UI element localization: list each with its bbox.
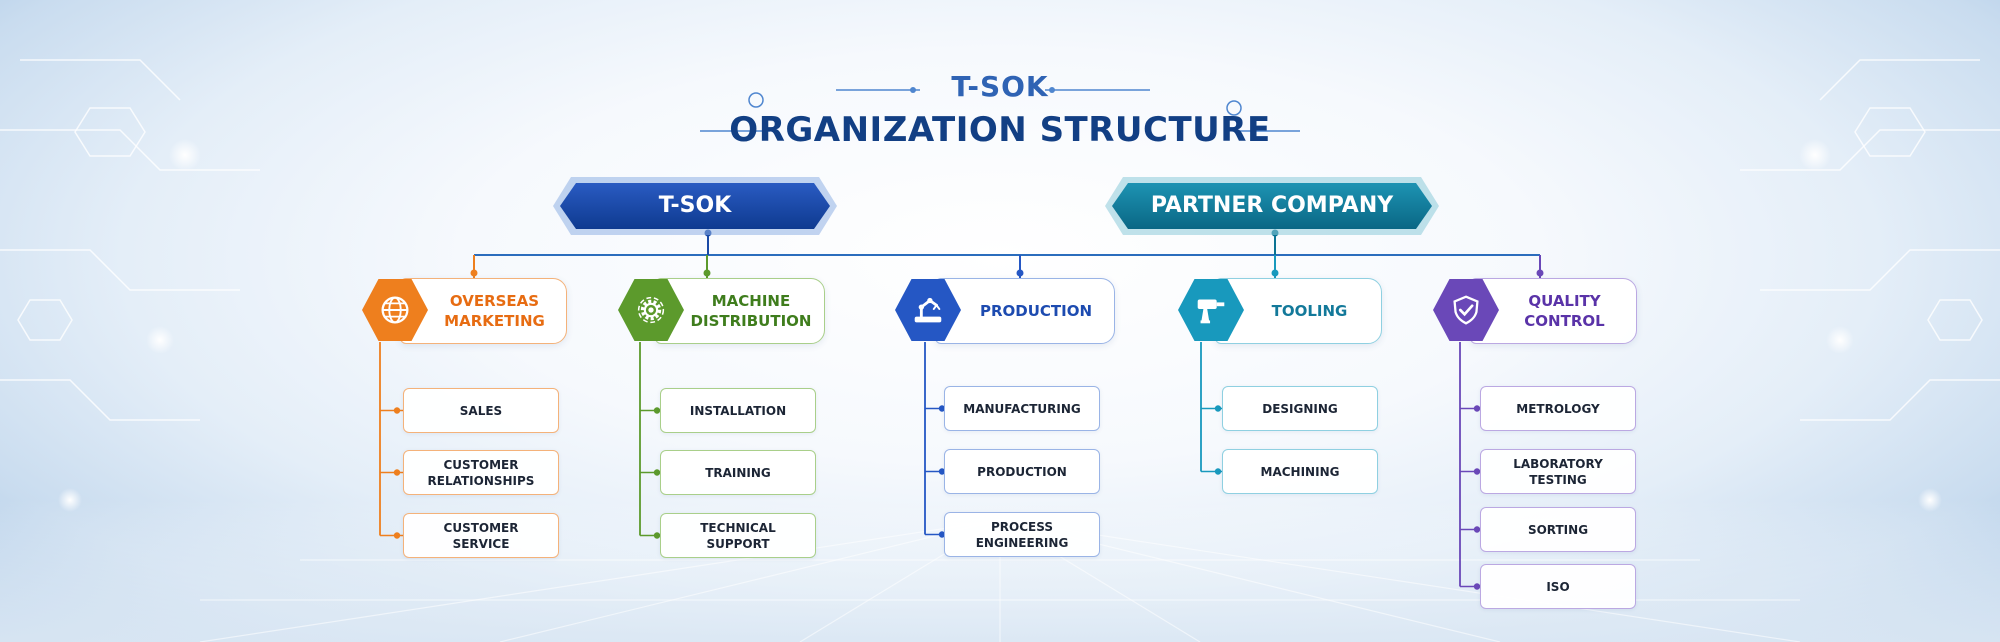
branch-dot xyxy=(393,407,401,414)
branch-dot xyxy=(1473,405,1481,412)
branch-dot xyxy=(1473,526,1481,533)
chart-title: ORGANIZATION STRUCTURE xyxy=(729,110,1271,150)
dept-label: PRODUCTION xyxy=(979,302,1093,320)
branch-dot xyxy=(1214,405,1222,412)
dept-card-globe: OVERSEAS MARKETING xyxy=(400,278,567,344)
sub-unit-box: CUSTOMER RELATIONSHIPS xyxy=(403,450,559,495)
sub-unit-box: DESIGNING xyxy=(1222,386,1378,431)
branch-dot xyxy=(393,469,401,476)
dept-drop-dot xyxy=(703,269,711,277)
drill-icon xyxy=(1197,299,1225,324)
dept-label: MACHINE DISTRIBUTION xyxy=(690,292,812,330)
branch-dot xyxy=(938,405,946,412)
branch-dot xyxy=(653,532,661,539)
sub-unit-box: MANUFACTURING xyxy=(944,386,1100,431)
dept-hex-badge xyxy=(618,278,684,342)
dept-hex-badge xyxy=(362,278,428,342)
branch-dot xyxy=(653,469,661,476)
sub-unit-box: PROCESS ENGINEERING xyxy=(944,512,1100,557)
dept-label: QUALITY CONTROL xyxy=(1524,292,1605,330)
branch-dot xyxy=(1473,583,1481,590)
sub-unit-box: LABORATORY TESTING xyxy=(1480,449,1636,494)
sub-unit-box: MACHINING xyxy=(1222,449,1378,494)
robot-arm-icon xyxy=(914,297,942,323)
dept-label: TOOLING xyxy=(1271,302,1348,320)
sub-unit-box: CUSTOMER SERVICE xyxy=(403,513,559,558)
sub-unit-box: SORTING xyxy=(1480,507,1636,552)
gear-icon xyxy=(637,296,665,324)
globe-icon xyxy=(381,296,409,324)
dept-hex-badge xyxy=(1178,278,1244,342)
shield-check-icon xyxy=(1453,295,1479,325)
dept-card-robot-arm: PRODUCTION xyxy=(935,278,1115,344)
dept-label: OVERSEAS MARKETING xyxy=(444,292,545,330)
partner-company-node: PARTNER COMPANY xyxy=(1112,183,1432,229)
sub-unit-box: INSTALLATION xyxy=(660,388,816,433)
chart-subtitle: T-SOK xyxy=(951,70,1049,103)
branch-dot xyxy=(393,532,401,539)
branch-dot xyxy=(938,468,946,475)
branch-dot xyxy=(653,407,661,414)
dept-hex-badge xyxy=(1433,278,1499,342)
sub-unit-box: PRODUCTION xyxy=(944,449,1100,494)
branch-dot xyxy=(1214,468,1222,475)
sub-unit-box: TECHNICAL SUPPORT xyxy=(660,513,816,558)
sub-unit-box: ISO xyxy=(1480,564,1636,609)
dept-drop-dot xyxy=(470,269,478,277)
sub-unit-box: TRAINING xyxy=(660,450,816,495)
branch-dot xyxy=(938,531,946,538)
sub-unit-box: METROLOGY xyxy=(1480,386,1636,431)
dept-drop-dot xyxy=(1016,269,1024,277)
tsok-root-node: T-SOK xyxy=(560,183,830,229)
branch-dot xyxy=(1473,468,1481,475)
title-decoration xyxy=(700,89,1300,132)
dept-drop-dot xyxy=(1271,269,1279,277)
dept-drop-dot xyxy=(1536,269,1544,277)
sub-unit-box: SALES xyxy=(403,388,559,433)
dept-hex-badge xyxy=(895,278,961,342)
